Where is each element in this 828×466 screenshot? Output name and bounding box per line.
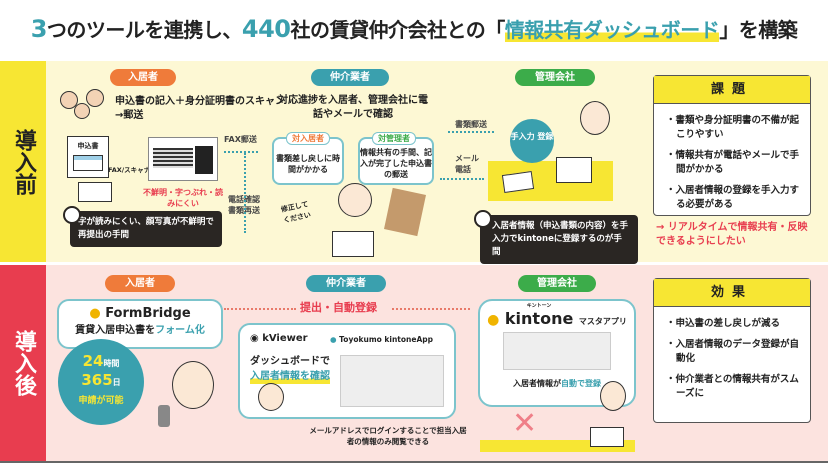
effect-item: ・申込書の差し戻しが減る [666, 318, 781, 329]
envelope-icon [384, 187, 426, 237]
after-section: 導入後 入居者 仲介業者 管理会社 ● FormBridge 賃貸入居申込書をフ… [0, 265, 828, 463]
login-note: メールアドレスでログインすることで担当入居者の情報のみ閲覧できる [309, 426, 467, 446]
role-manager: 管理会社 [515, 69, 595, 86]
arrow-from-manager [440, 178, 484, 180]
manager-illustration [580, 101, 610, 135]
application-form-icon: 申込書 [67, 136, 109, 178]
clock-icon [63, 206, 81, 224]
manager-problem: 入居者情報（申込書類の内容）を手入力でkintoneに登録するのが手間 [480, 215, 638, 264]
submit-line-left [224, 308, 296, 310]
fax-post-label: FAX郵送 [224, 135, 257, 144]
broker-illustration [258, 383, 284, 411]
role-tenant: 入居者 [110, 69, 176, 86]
role-tenant: 入居者 [105, 275, 175, 292]
broker-illustration [338, 183, 372, 217]
effect-item: ・仲介業者との情報共有がスムーズに [666, 374, 799, 399]
submit-label: 提出・自動登録 [300, 301, 377, 314]
after-label: 導入後 [0, 265, 46, 461]
issue-item: ・情報共有が電話やメールで手間がかかる [666, 150, 800, 175]
mail-phone-label: メール 電話 [455, 154, 479, 174]
family-illustration [58, 89, 110, 125]
return-arrow-line [244, 153, 246, 233]
kintone-ruby: キントーン [526, 303, 552, 309]
effect-item: ・入居者情報のデータ登録が自動化 [666, 339, 800, 364]
phone-resend-label: 電話確認 書類再送 [228, 195, 260, 215]
issue-item: ・書類や身分証明書の不備が起こりやすい [666, 115, 800, 140]
tenant-description: 申込書の記入＋身分証明書のスキャン→郵送 [115, 96, 285, 121]
laptop-icon [332, 231, 374, 257]
scanned-id-image [148, 137, 218, 181]
smartphone-icon [158, 405, 170, 427]
kintoneapp-logo: ● Toyokumo kintoneApp [330, 335, 433, 344]
kviewer-box: ◉ kViewer ● Toyokumo kintoneApp ダッシュボードで… [238, 323, 456, 419]
submit-line-right [392, 308, 470, 310]
clock-icon [474, 210, 492, 228]
page-title: 3つのツールを連携し、440社の賃貸仲介会社との「情報共有ダッシュボード」を構築 [30, 15, 798, 43]
laptop-icon [556, 157, 592, 183]
formbridge-logo: ● FormBridge [89, 306, 191, 321]
goal-text: → リアルタイムで情報共有・反映できるようにしたい [656, 222, 808, 247]
tenant-problem: 字が読みにくい、顔写真が不鮮明で再提出の手間 [70, 211, 222, 247]
arrow-to-broker [224, 151, 258, 153]
id-card-icon [78, 182, 112, 202]
formbridge-box: ● FormBridge 賃貸入居申込書をフォーム化 [57, 299, 223, 349]
role-broker: 仲介業者 [311, 69, 389, 86]
doc-post-label: 書類郵送 [455, 120, 487, 129]
issues-panel: 課題 ・書類や身分証明書の不備が起こりやすい ・情報共有が電話やメールで手間がか… [653, 75, 811, 216]
kintone-app-screenshot [503, 332, 611, 370]
availability-badge: 24時間 365日 申請が可能 [58, 339, 144, 425]
unclear-label: 不鮮明・字つぶれ・読みにくい [143, 188, 223, 208]
manual-entry-bubble: 手入力 登録 [510, 119, 554, 163]
to-manager-box: 対管理者 情報共有の手間、記入が完了した申込書の郵送 [358, 132, 434, 185]
to-tenant-box: 対入居者 書類差し戻しに時間がかかる [272, 132, 344, 185]
before-label: 導入前 [0, 61, 46, 262]
kviewer-logo: ◉ kViewer [250, 333, 308, 344]
effects-panel: 効果 ・申込書の差し戻しが減る ・入居者情報のデータ登録が自動化 ・仲介業者との… [653, 278, 811, 423]
speech-correction: 修正して ください [280, 200, 312, 225]
role-manager: 管理会社 [518, 275, 596, 292]
tenant-illustration [172, 361, 214, 409]
issue-item: ・入居者情報の登録を手入力する必要がある [666, 185, 800, 210]
before-section: 導入前 入居者 仲介業者 管理会社 申込書の記入＋身分証明書のスキャン→郵送 申… [0, 61, 828, 264]
fax-scan-label: FAX/スキャナ [108, 166, 151, 174]
arrow-to-manager [448, 131, 494, 133]
role-broker: 仲介業者 [306, 275, 386, 292]
laptop-icon [590, 427, 624, 447]
dashboard-screenshot [340, 355, 444, 407]
crossed-papers-icon: ✕ [512, 406, 538, 441]
manager-illustration [600, 381, 626, 411]
broker-description: 対応進捗を入居者、管理会社に電話やメールで確認 [278, 95, 428, 120]
